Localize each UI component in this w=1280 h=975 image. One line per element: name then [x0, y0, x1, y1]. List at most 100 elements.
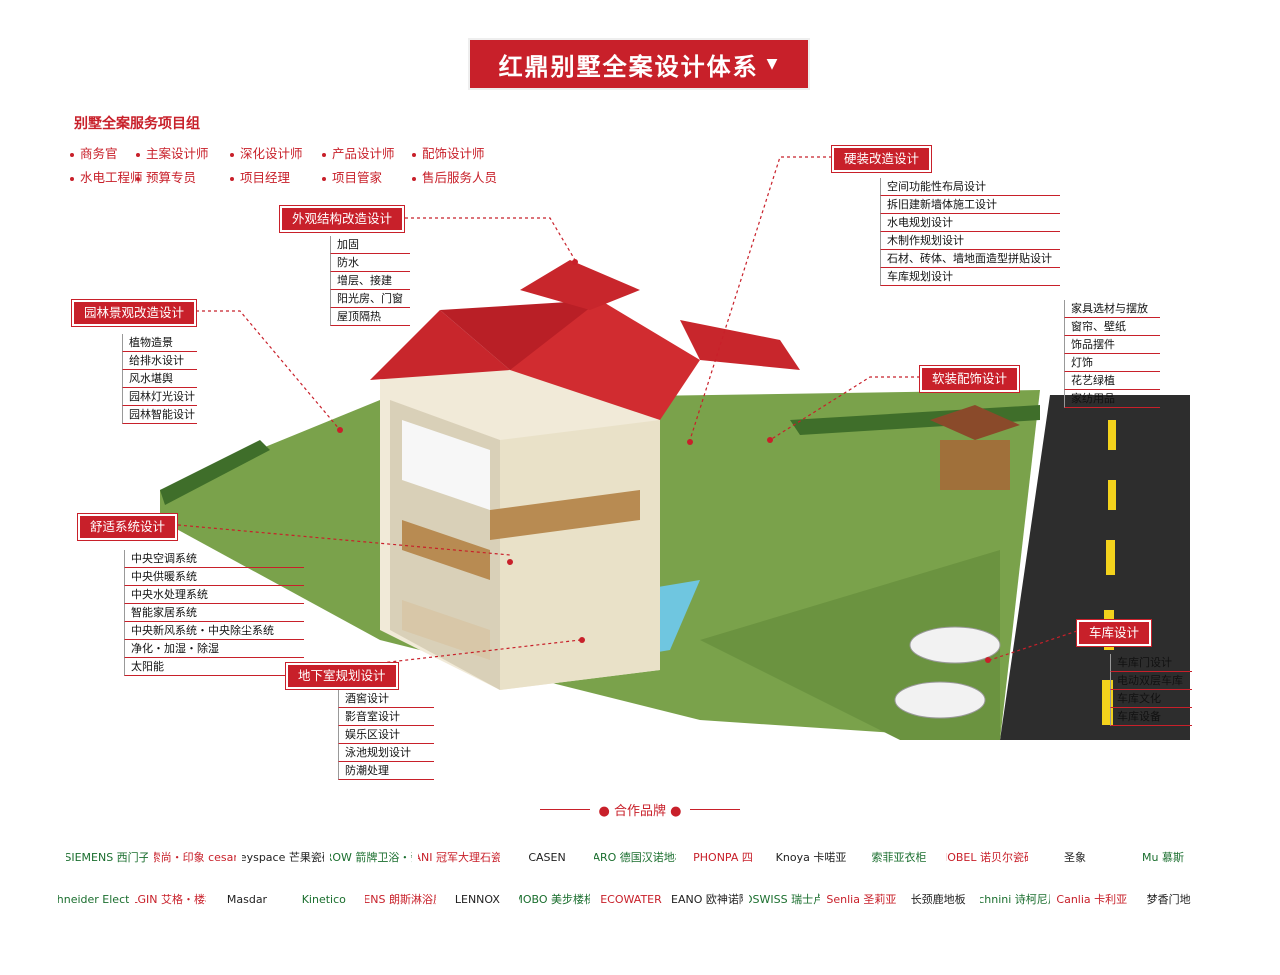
- service-label: 产品设计师: [332, 146, 395, 161]
- list-garage: 车库门设计电动双层车库车库文化车库设备: [1110, 654, 1192, 726]
- list-item: 增层、接建: [330, 272, 410, 290]
- partner-logo: ECOWATER: [600, 892, 662, 906]
- list-item: 加固: [330, 236, 410, 254]
- list-item: 阳光房、门窗: [330, 290, 410, 308]
- list-item: 灯饰: [1064, 354, 1160, 372]
- tag-hard: 硬装改造设计: [832, 146, 932, 172]
- bullet-icon: [136, 176, 140, 181]
- service-item: 商务官: [70, 143, 118, 162]
- list-item: 家纺用品: [1064, 390, 1160, 408]
- list-item: 木制作规划设计: [880, 232, 1060, 250]
- tag-comfort: 舒适系统设计: [78, 514, 178, 540]
- bullet-icon: [70, 176, 74, 181]
- list-item: 泳池规划设计: [338, 744, 434, 762]
- bullet-icon: [412, 176, 416, 181]
- tag-garden: 园林景观改造设计: [72, 300, 197, 326]
- service-label: 商务官: [80, 146, 118, 161]
- list-item: 空间功能性布局设计: [880, 178, 1060, 196]
- list-comfort: 中央空调系统中央供暖系统中央水处理系统智能家居系统中央新风系统・中央除尘系统净化…: [124, 550, 304, 676]
- partner-logo: ARROW 箭牌卫浴・瓷砖: [330, 851, 412, 864]
- list-item: 花艺绿植: [1064, 372, 1160, 390]
- partner-logo: Mu 慕斯: [1142, 851, 1184, 864]
- list-item: 拆旧建新墙体施工设计: [880, 196, 1060, 214]
- list-item: 石材、砖体、墙地面造型拼贴设计: [880, 250, 1060, 268]
- list-hard: 空间功能性布局设计拆旧建新墙体施工设计水电规划设计木制作规划设计石材、砖体、墙地…: [880, 178, 1060, 286]
- service-label: 深化设计师: [240, 146, 303, 161]
- list-item: 中央供暖系统: [124, 568, 304, 586]
- partner-logo: Canlia 卡利亚: [1056, 893, 1128, 906]
- partner-logo: 长颈鹿地板: [910, 893, 966, 906]
- service-label: 主案设计师: [146, 146, 209, 161]
- partner-logo: 索菲亚衣柜: [871, 851, 927, 864]
- list-item: 窗帘、壁纸: [1064, 318, 1160, 336]
- service-item: 配饰设计师: [412, 143, 485, 162]
- tag-basement: 地下室规划设计: [286, 663, 398, 689]
- service-label: 水电工程师: [80, 170, 143, 185]
- list-item: 家具选材与摆放: [1064, 300, 1160, 318]
- bullet-icon: [230, 152, 234, 157]
- partner-logo: Keyspace 芒果瓷砖: [242, 851, 324, 864]
- list-item: 中央水处理系统: [124, 586, 304, 604]
- list-item: 车库规划设计: [880, 268, 1060, 286]
- list-item: 娱乐区设计: [338, 726, 434, 744]
- service-group-title: 别墅全案服务项目组: [74, 116, 200, 132]
- list-item: 车库设备: [1110, 708, 1192, 726]
- service-item: 水电工程师: [70, 167, 143, 186]
- service-label: 项目管家: [332, 170, 383, 185]
- list-item: 园林灯光设计: [122, 388, 197, 406]
- list-item: 屋顶隔热: [330, 308, 410, 326]
- service-item: 项目管家: [322, 167, 382, 186]
- tag-soft: 软装配饰设计: [920, 366, 1020, 392]
- partner-logo: LENS 朗斯淋浴房: [365, 893, 436, 906]
- service-label: 配饰设计师: [422, 146, 485, 161]
- partners-title: ● 合作品牌 ●: [540, 800, 740, 819]
- list-item: 中央空调系统: [124, 550, 304, 568]
- partner-logo: 索尚・印象 cesan: [154, 851, 236, 864]
- list-item: 饰品摆件: [1064, 336, 1160, 354]
- partner-logo: CASEN: [528, 850, 566, 864]
- service-item: 深化设计师: [230, 143, 303, 162]
- list-item: 风水堪舆: [122, 370, 197, 388]
- partner-logo: Schneider Electric: [58, 892, 129, 906]
- partner-logo: Senlia 圣莉亚: [826, 893, 897, 906]
- partner-logo: Kinetico: [301, 892, 346, 906]
- list-item: 净化・加湿・除湿: [124, 640, 304, 658]
- service-item: 售后服务人员: [412, 167, 497, 186]
- list-item: 中央新风系统・中央除尘系统: [124, 622, 304, 640]
- partner-logo: HARO 德国汉诺地板: [594, 851, 676, 864]
- partner-logo: SIEMENS 西门子: [66, 851, 148, 864]
- partner-logo: KRONOSWISS 瑞士卢森地板: [749, 893, 820, 906]
- bullet-icon: [412, 152, 416, 157]
- service-item: 主案设计师: [136, 143, 209, 162]
- service-item: 项目经理: [230, 167, 290, 186]
- list-item: 车库门设计: [1110, 654, 1192, 672]
- partner-logo: LENNOX: [454, 892, 500, 906]
- page-title: 红鼎别墅全案设计体系▼: [470, 40, 808, 88]
- partner-logo: 圣象: [1064, 851, 1086, 864]
- partner-logo: Schnini 诗柯尼尼: [979, 893, 1051, 906]
- list-item: 防水: [330, 254, 410, 272]
- bullet-icon: [70, 152, 74, 157]
- list-garden: 植物造景给排水设计风水堪舆园林灯光设计园林智能设计: [122, 334, 197, 424]
- list-exterior: 加固防水增层、接建阳光房、门窗屋顶隔热: [330, 236, 410, 326]
- partner-logo: Knoya 卡喏亚: [775, 851, 847, 864]
- tag-exterior: 外观结构改造设计: [280, 206, 405, 232]
- service-label: 售后服务人员: [422, 170, 498, 185]
- list-item: 给排水设计: [122, 352, 197, 370]
- list-item: 影音室设计: [338, 708, 434, 726]
- list-item: 车库文化: [1110, 690, 1192, 708]
- bullet-icon: [322, 176, 326, 181]
- partner-logo: NOBEL 诺贝尔瓷砖: [946, 851, 1028, 864]
- bullet-icon: [230, 176, 234, 181]
- list-item: 电动双层车库: [1110, 672, 1192, 690]
- partner-logo: 梦香门地: [1146, 893, 1191, 906]
- tag-garage: 车库设计: [1077, 620, 1152, 646]
- service-item: 预算专员: [136, 167, 196, 186]
- service-item: 产品设计师: [322, 143, 395, 162]
- list-item: 智能家居系统: [124, 604, 304, 622]
- list-item: 酒窖设计: [338, 690, 434, 708]
- partner-logo: MOBO 美步楼梯: [519, 893, 590, 906]
- list-item: 太阳能: [124, 658, 304, 676]
- villa-illustration: [160, 260, 1190, 740]
- service-label: 项目经理: [240, 170, 291, 185]
